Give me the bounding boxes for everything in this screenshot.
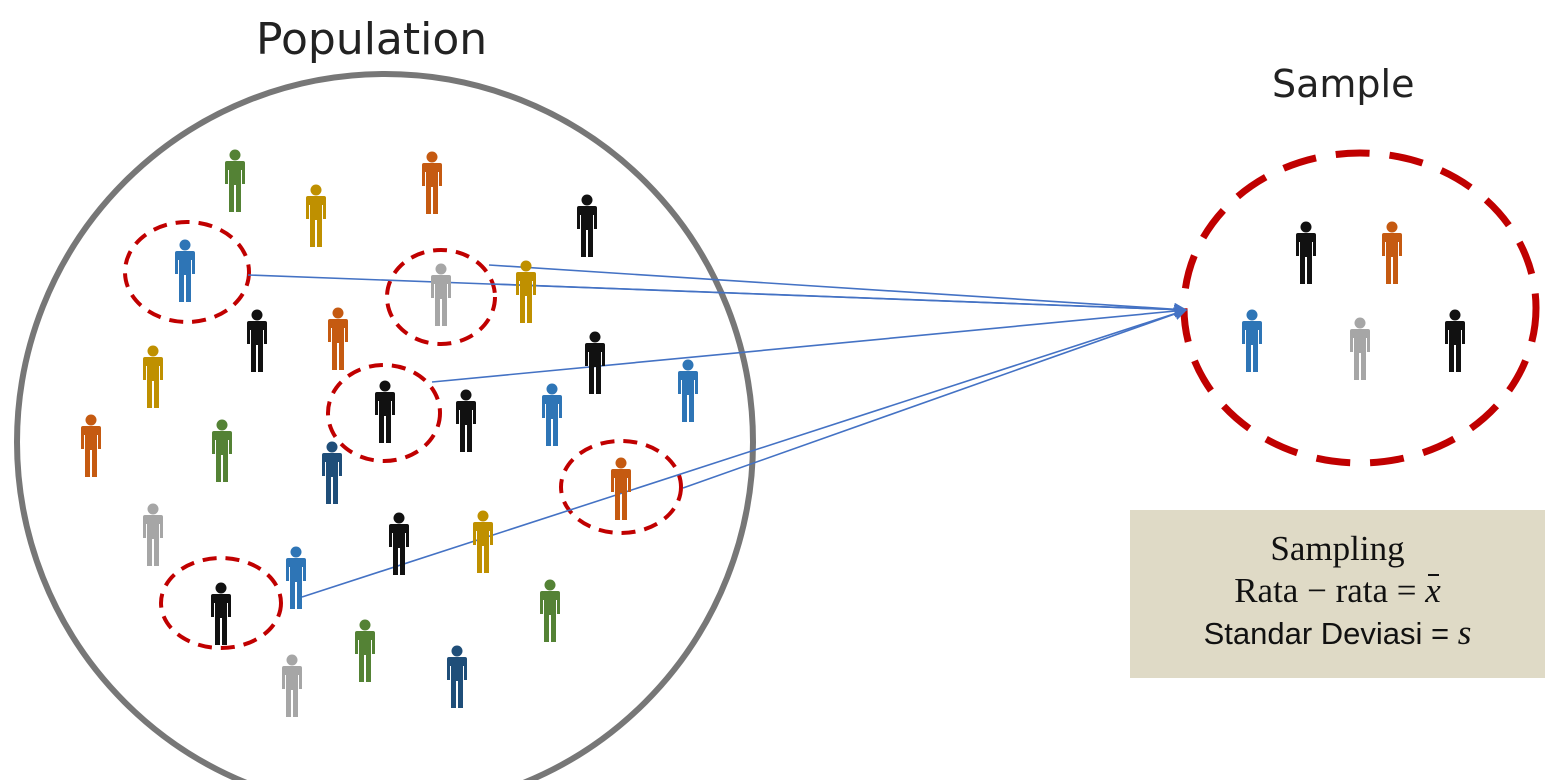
sample-person-icon (1242, 309, 1262, 372)
sampling-arrow (301, 307, 1188, 598)
selection-rings (123, 220, 683, 650)
selection-ring (326, 363, 442, 463)
person-icon (577, 194, 597, 257)
stddev-label: Standar Deviasi = (1203, 616, 1458, 651)
sample-person-icon (1382, 221, 1402, 284)
person-icon (422, 151, 442, 214)
population-people (81, 149, 698, 717)
sampling-arrows (247, 264, 1188, 598)
info-line-stddev: Standar Deviasi = s (1130, 612, 1545, 655)
mean-symbol: x (1425, 571, 1441, 610)
info-line-sampling: Sampling (1270, 529, 1405, 568)
sample-person-icon (1296, 221, 1316, 284)
person-icon (540, 579, 560, 642)
person-icon (389, 512, 409, 575)
statistics-info-box: Sampling Rata − rata = x Standar Deviasi… (1130, 510, 1545, 678)
sample-person-icon (1350, 317, 1370, 380)
person-icon (447, 645, 467, 708)
selection-ring (385, 248, 497, 346)
person-icon (456, 389, 476, 452)
person-icon (516, 260, 536, 323)
person-icon (585, 331, 605, 394)
person-icon (473, 510, 493, 573)
sampling-arrow (682, 307, 1188, 489)
person-icon (328, 307, 348, 370)
info-line-mean: Rata − rata = x (1130, 570, 1545, 612)
person-icon (225, 149, 245, 212)
selection-ring (159, 556, 283, 650)
person-icon (143, 345, 163, 408)
sample-title: Sample (1272, 62, 1415, 106)
person-icon (355, 619, 375, 682)
person-icon (247, 309, 267, 372)
sampling-arrow (431, 304, 1188, 383)
person-icon (212, 419, 232, 482)
person-icon (81, 414, 101, 477)
person-icon (143, 503, 163, 566)
population-circle (14, 71, 756, 780)
mean-label: Rata − rata = (1234, 571, 1426, 610)
selected-person-icon (611, 457, 631, 520)
selected-person-icon (375, 380, 395, 443)
selected-person-icon (211, 582, 231, 645)
person-icon (306, 184, 326, 247)
selected-person-icon (431, 263, 451, 326)
sample-person-icon (1445, 309, 1465, 372)
person-icon (282, 654, 302, 717)
sampling-arrow (492, 283, 1188, 316)
stddev-symbol: s (1457, 613, 1472, 652)
selection-ring (559, 439, 683, 535)
sampling-arrow (488, 264, 1188, 316)
person-icon (542, 383, 562, 446)
person-icon (322, 441, 342, 504)
sample-circle (1180, 149, 1540, 467)
person-icon (678, 359, 698, 422)
selection-ring (123, 220, 251, 324)
population-title: Population (256, 14, 488, 65)
selected-person-icon (175, 239, 195, 302)
person-icon (286, 546, 306, 609)
sample-people (1242, 221, 1465, 380)
